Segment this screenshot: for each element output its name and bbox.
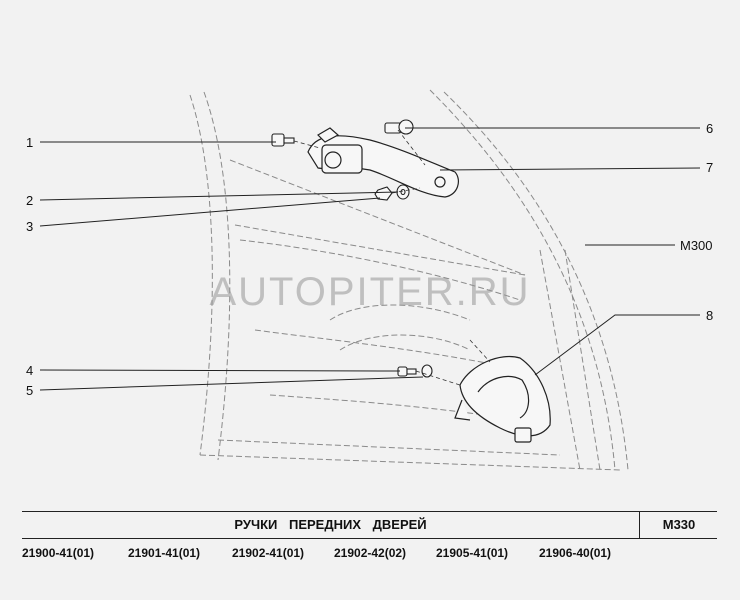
door-outline xyxy=(189,89,629,471)
model-item: 21901-41(01) xyxy=(128,546,201,560)
model-item: 21906-40(01) xyxy=(539,546,612,560)
callout-m300: M300 xyxy=(680,238,713,253)
assembly-lines xyxy=(293,129,491,386)
callout-7: 7 xyxy=(706,160,713,175)
leader-lines xyxy=(39,127,701,391)
diagram-code: M330 xyxy=(662,517,696,532)
model-item: 21905-41(01) xyxy=(436,546,509,560)
outer-door-handle xyxy=(307,127,459,198)
inner-door-handle xyxy=(454,356,551,443)
door-handle-diagram: 1 2 3 4 5 6 7 M300 8 xyxy=(26,89,713,471)
callout-5: 5 xyxy=(26,383,33,398)
washer-and-nut-parts xyxy=(374,184,410,201)
lock-cylinder-part xyxy=(384,119,414,135)
model-list: 21900-41(01) 21901-41(01) 21902-41(01) 2… xyxy=(22,546,722,566)
callout-3: 3 xyxy=(26,219,33,234)
callout-1: 1 xyxy=(26,135,33,150)
model-item: 21900-41(01) xyxy=(22,546,95,560)
watermark-text: AUTOPITER.RU xyxy=(209,270,531,314)
callout-8: 8 xyxy=(706,308,713,323)
diagram-title: РУЧКИ ПЕРЕДНИХ ДВЕРЕЙ xyxy=(234,517,427,532)
model-item: 21902-42(02) xyxy=(334,546,407,560)
callout-6: 6 xyxy=(706,121,713,136)
callout-2: 2 xyxy=(26,193,33,208)
title-bar: РУЧКИ ПЕРЕДНИХ ДВЕРЕЙ M330 xyxy=(22,511,717,539)
title-separator xyxy=(639,512,640,538)
model-item: 21902-41(01) xyxy=(232,546,305,560)
bolt-1-part xyxy=(271,133,295,147)
callout-4: 4 xyxy=(26,363,33,378)
screw-and-clip-parts xyxy=(397,364,433,378)
